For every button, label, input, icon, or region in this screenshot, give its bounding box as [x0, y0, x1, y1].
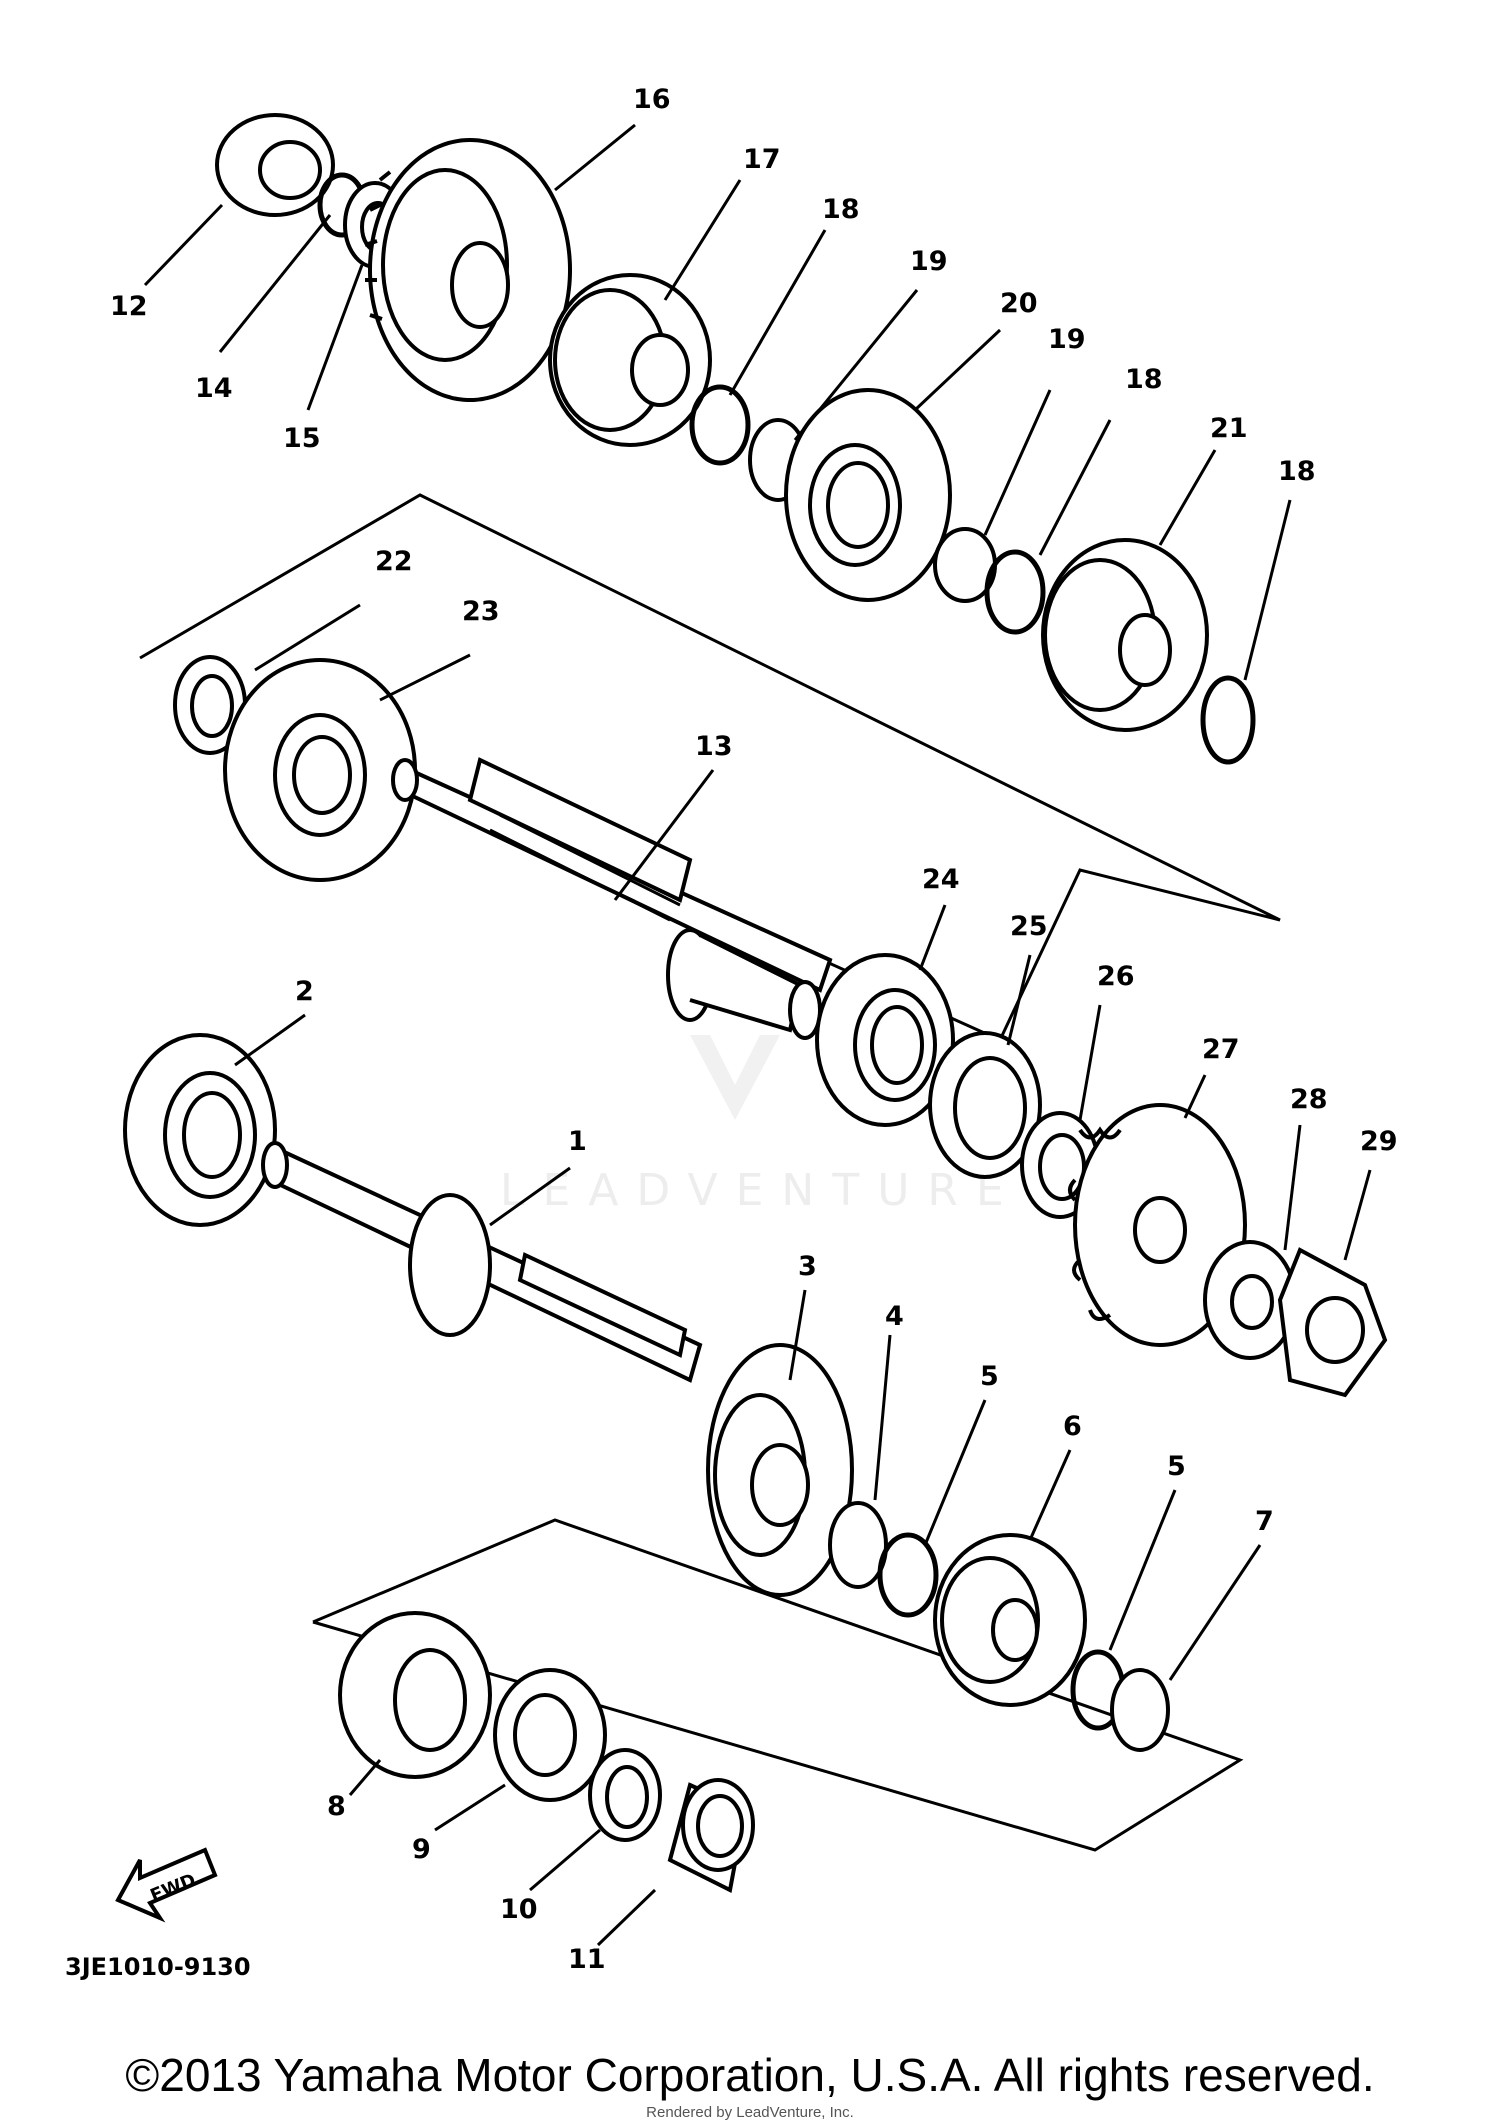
part-3-gear [706, 1343, 854, 1597]
callout-19-b: 19 [1048, 324, 1086, 355]
part-8-gear [338, 1611, 492, 1779]
callout-10: 10 [500, 1894, 538, 1925]
fwd-arrow-icon: FWD [115, 1847, 218, 1923]
callout-5-b: 5 [1167, 1451, 1186, 1482]
callout-22: 22 [375, 546, 413, 577]
callout-25: 25 [1010, 911, 1048, 942]
callout-5-a: 5 [980, 1361, 999, 1392]
part-29-nut [1277, 1247, 1388, 1398]
callout-labels: 12 14 15 16 17 18 19 20 19 18 21 18 22 2… [110, 84, 1398, 1975]
callout-16: 16 [633, 84, 671, 115]
part-2-bearing [123, 1033, 277, 1227]
diagram-code: 3JE1010-9130 [65, 1953, 251, 1981]
lower-group-outline [312, 1518, 1244, 1852]
part-16-gear [364, 138, 572, 402]
part-12-bearing [215, 113, 335, 217]
part-11-bushing [667, 1778, 755, 1893]
callout-8: 8 [327, 1791, 346, 1822]
watermark-text: LEADVENTURE [500, 1165, 1022, 1216]
part-22-washer [173, 655, 247, 755]
callout-18-c: 18 [1278, 456, 1316, 487]
part-7-washer [1110, 1668, 1170, 1752]
copyright-notice: ©2013 Yamaha Motor Corporation, U.S.A. A… [125, 2049, 1375, 2101]
part-4-washer [828, 1501, 888, 1589]
callout-6: 6 [1063, 1411, 1082, 1442]
part-9-gear [493, 1668, 607, 1802]
callout-17: 17 [743, 144, 781, 175]
callout-9: 9 [412, 1834, 431, 1865]
callout-4: 4 [885, 1301, 904, 1332]
callout-18-a: 18 [822, 194, 860, 225]
part-21-gear [1041, 538, 1209, 732]
part-18-circlip-a [689, 384, 751, 466]
part-25-seal [928, 1031, 1042, 1179]
part-20-gear [784, 388, 952, 602]
callout-2: 2 [295, 976, 314, 1007]
callout-13: 13 [695, 731, 733, 762]
callout-19-a: 19 [910, 246, 948, 277]
part-1-drive-axle [261, 1141, 703, 1383]
rendered-by-credit: Rendered by LeadVenture, Inc. [646, 2104, 854, 2121]
callout-26: 26 [1097, 961, 1135, 992]
leader-lines [143, 123, 1372, 1947]
part-13-main-shaft [391, 757, 833, 1040]
callout-15: 15 [283, 423, 321, 454]
callout-29: 29 [1360, 1126, 1398, 1157]
watermark-logo: LEADVENTURE [500, 1035, 1022, 1216]
part-17-gear [548, 273, 712, 447]
callout-1: 1 [568, 1126, 587, 1157]
callout-20: 20 [1000, 288, 1038, 319]
part-18-circlip-c [1200, 675, 1256, 765]
callout-12: 12 [110, 291, 148, 322]
part-18-circlip-b [984, 549, 1046, 635]
callout-24: 24 [922, 864, 960, 895]
callout-28: 28 [1290, 1084, 1328, 1115]
callout-23: 23 [462, 596, 500, 627]
part-23-gear [223, 658, 417, 882]
part-28-lock-washer [1203, 1240, 1297, 1360]
callout-3: 3 [798, 1251, 817, 1282]
part-5-circlip-a [877, 1532, 939, 1618]
part-24-bearing [815, 953, 955, 1127]
callout-7: 7 [1255, 1506, 1274, 1537]
part-27-sprocket [1068, 1103, 1247, 1347]
callout-27: 27 [1202, 1034, 1240, 1065]
callout-14: 14 [195, 373, 233, 404]
part-10-washer [588, 1748, 662, 1842]
callout-18-b: 18 [1125, 364, 1163, 395]
callout-21: 21 [1210, 413, 1248, 444]
callout-11: 11 [568, 1944, 606, 1975]
part-6-gear [933, 1533, 1087, 1707]
